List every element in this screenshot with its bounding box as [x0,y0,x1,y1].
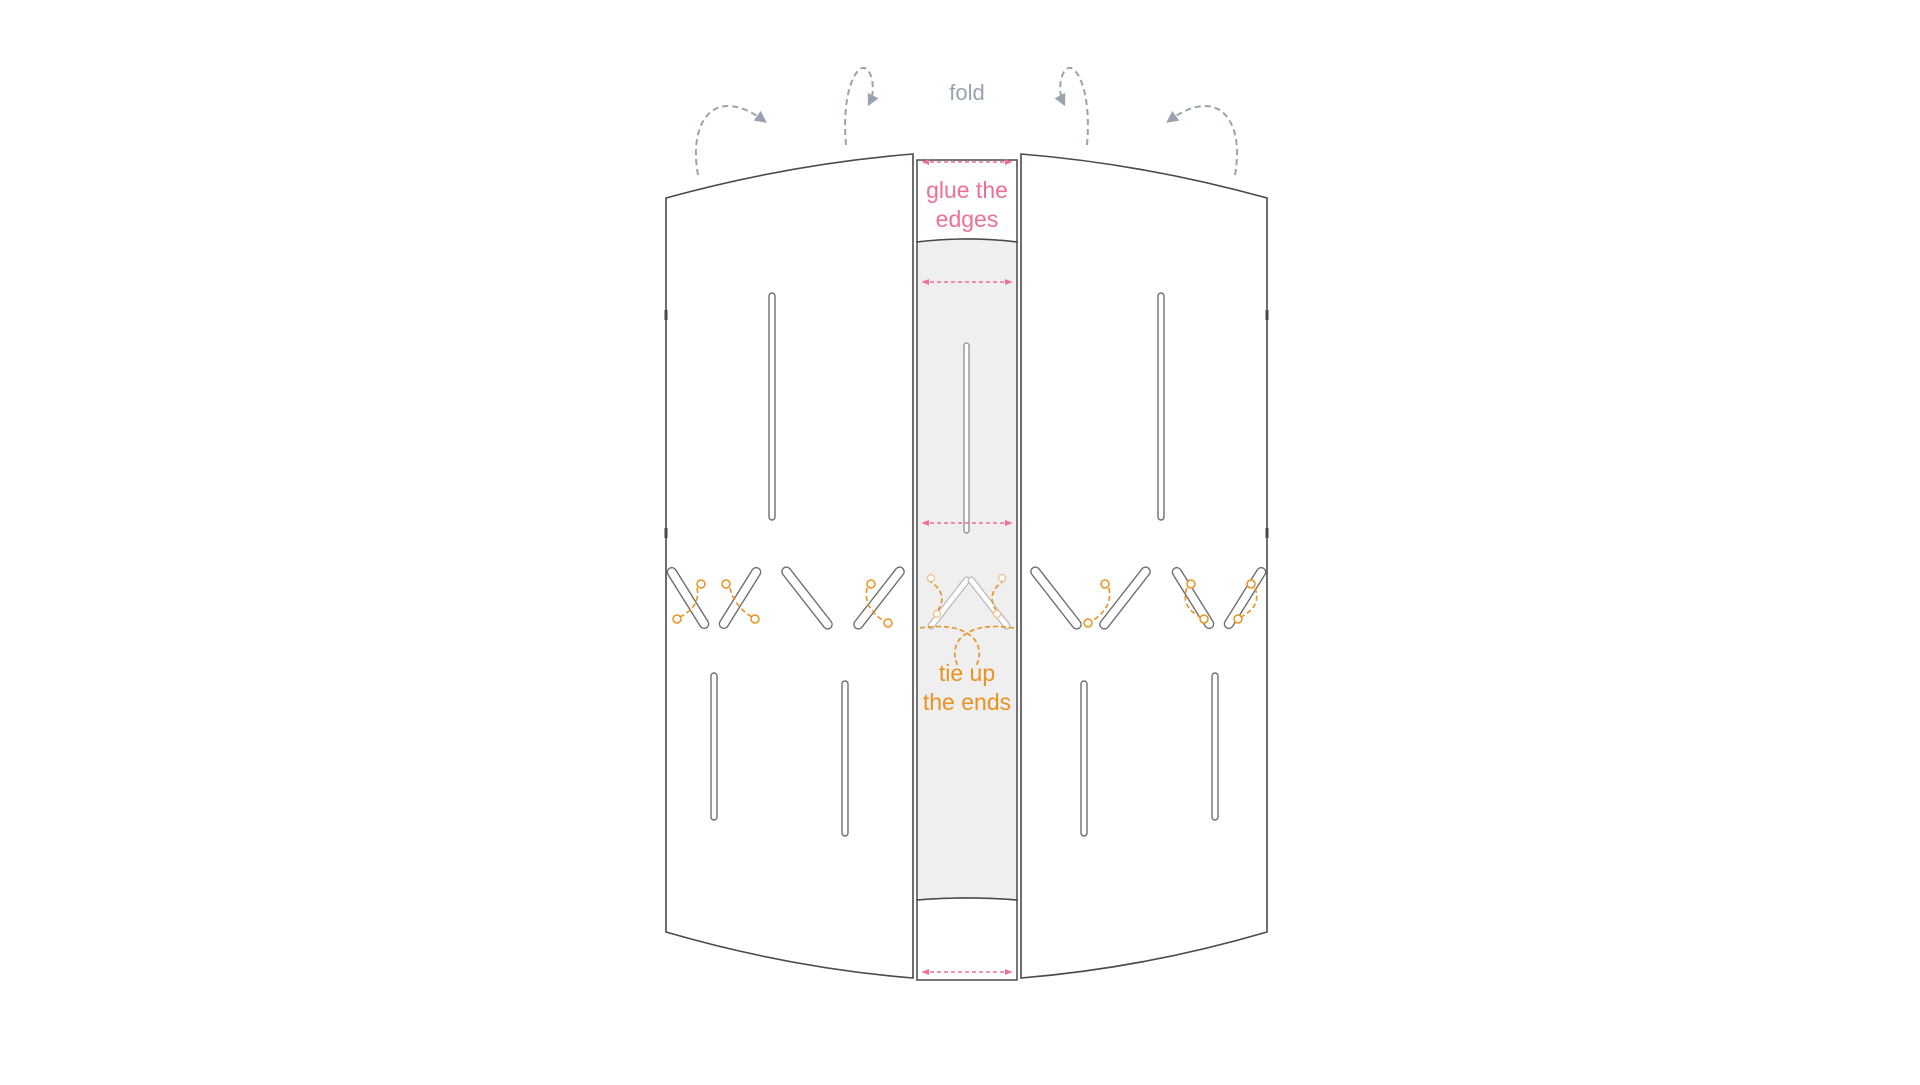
left-panel-outline [665,153,914,979]
right-panel-outline [1020,153,1268,979]
fold-arrow-left [844,67,879,146]
tie-label-line2: the ends [923,689,1011,715]
center-slot [963,342,970,534]
glue-label-line1: glue the [926,177,1008,203]
left-panel [664,153,914,979]
tie-knot-right [953,625,1015,667]
glue-arrows [921,159,1013,975]
tie-strings [679,579,1258,667]
fold-arrow-right [1054,67,1089,146]
right-panel [1020,153,1269,979]
tie-hole-markers-center [926,573,1007,619]
fold-label: fold [949,80,984,105]
left-cross-slots [666,566,905,630]
center-strip [916,159,1018,981]
fold-arrow-far-left [694,105,767,176]
right-cross-slots [1030,566,1267,630]
tie-label-line1: tie up [939,660,995,686]
left-vertical-slots [710,292,849,837]
center-panel-gray [916,238,1018,901]
center-panel-bottom-cap [916,897,1018,981]
right-vertical-slots [1080,292,1219,837]
fold-arrows [694,67,1239,176]
fold-arrow-far-right [1166,105,1239,176]
tie-knot-left [919,625,981,667]
tie-hole-markers [672,579,1256,628]
glue-label-line2: edges [936,206,999,232]
